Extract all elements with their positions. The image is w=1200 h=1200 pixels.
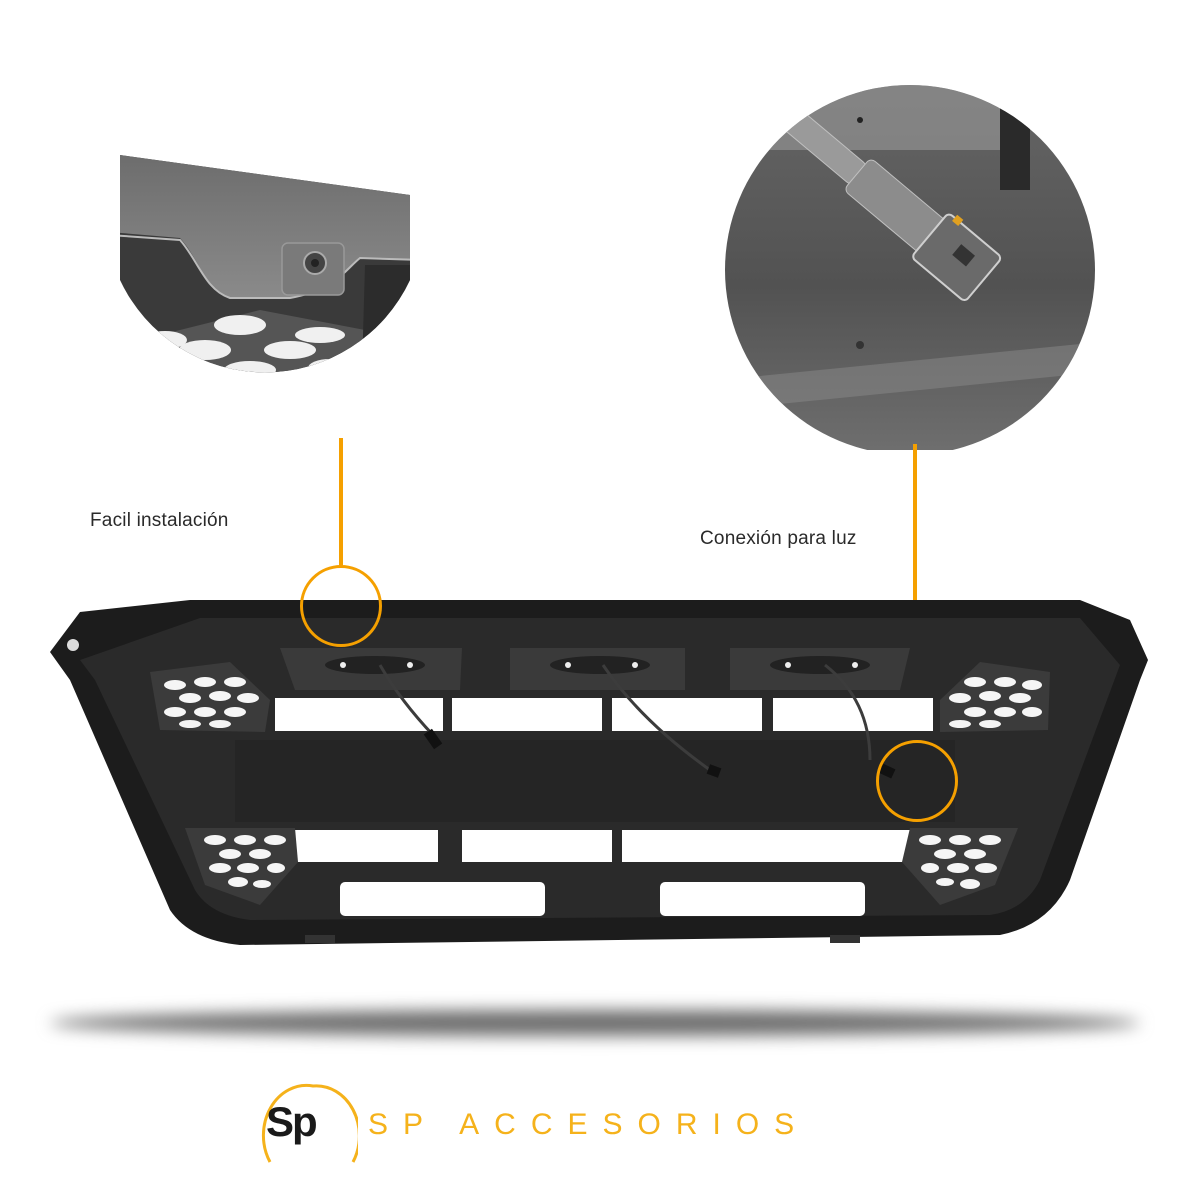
wire-connector-zoom-icon	[725, 85, 1095, 450]
callout-circle-light	[876, 740, 958, 822]
detail-mounting-tab-image	[110, 140, 440, 440]
brand-name: SP ACCESORIOS	[368, 1108, 810, 1141]
callout-circle-installation	[300, 565, 382, 647]
callout-label-installation: Facil instalación	[90, 510, 229, 531]
callout-label-light: Conexión para luz	[700, 528, 857, 549]
brand-logo: Sp	[258, 1082, 358, 1172]
logo-letters: Sp	[266, 1098, 318, 1145]
front-grille-icon	[50, 600, 1148, 945]
callout-line-light	[913, 444, 917, 744]
mounting-tab-zoom-icon	[120, 155, 410, 373]
callout-line-installation	[339, 438, 343, 568]
detail-connector-image	[700, 40, 1120, 450]
product-grille-image	[40, 590, 1160, 970]
product-shadow	[50, 1010, 1140, 1036]
sp-logo-icon	[261, 1083, 358, 1163]
